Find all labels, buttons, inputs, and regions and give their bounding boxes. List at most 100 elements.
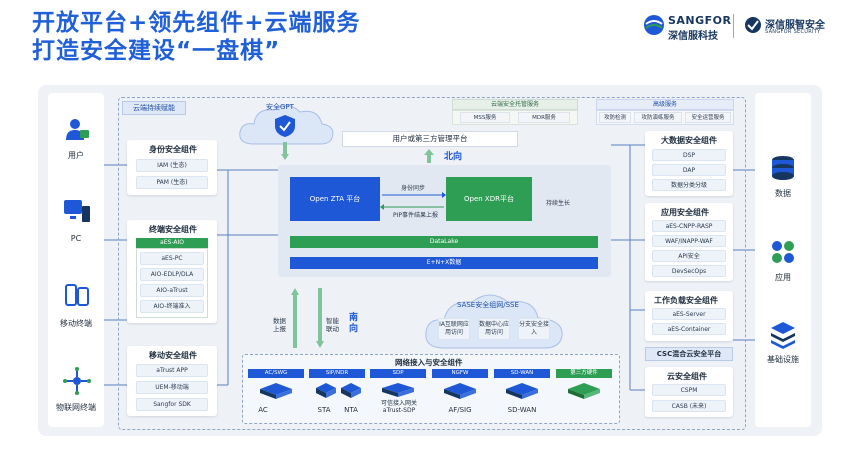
device-sta-icon xyxy=(315,381,337,401)
network-tab-sip: SIP/NDR xyxy=(309,369,365,378)
network-label-af: AF/SIG xyxy=(448,406,472,414)
bigdata-item-dsp: DSP xyxy=(652,149,726,161)
cloud-hosting-title: 云端安全托管服务 xyxy=(452,99,578,110)
cloud-security-item-cspm: CSPM xyxy=(652,384,726,396)
pip-report-label: PIP事件结果上报 xyxy=(393,212,439,219)
network-label-ac: AC xyxy=(258,406,268,414)
cloud-security-title: 云安全组件 xyxy=(667,372,707,381)
workload-item-server: aES-Server xyxy=(652,308,726,320)
premium-item-drill: 攻防演练服务 xyxy=(634,112,682,123)
south-up-arrow-icon xyxy=(291,288,299,348)
premium-service-title: 高级服务 xyxy=(596,99,734,110)
application-item-waf: WAF/INAPP-WAF xyxy=(652,235,726,247)
north-label: 北向 xyxy=(444,152,463,162)
gpt-shield-icon xyxy=(274,114,296,138)
identity-sync-label: 身份同步 xyxy=(401,185,426,192)
right-label-data: 数据 xyxy=(775,189,791,198)
mobile-item-uem: UEM-移动端 xyxy=(136,381,208,394)
network-label-sta: STA xyxy=(317,406,331,414)
premium-item-detection: 攻防检测 xyxy=(599,112,631,123)
brand-divider xyxy=(733,14,734,38)
device-sdwan-icon xyxy=(504,381,540,401)
application-item-rasp: aES-CNPP-RASP xyxy=(652,220,726,232)
app-icon xyxy=(769,238,797,266)
database-icon xyxy=(769,154,797,184)
cloud-hosting-item-mss: MSS服务 xyxy=(460,112,510,123)
pc-icon xyxy=(62,198,92,224)
cloud-security-item-casb: CASB (未来) xyxy=(652,400,726,412)
security-logo-icon xyxy=(744,16,762,34)
security-gpt-label: 安全GPT xyxy=(266,103,294,111)
device-sdp-icon xyxy=(380,381,416,399)
right-label-infrastructure: 基础设施 xyxy=(767,355,799,364)
open-zta-platform: Open ZTA 平台 xyxy=(290,177,380,221)
application-item-api: API安全 xyxy=(652,250,726,262)
management-platform: 用户或第三方管理平台 xyxy=(342,131,518,147)
endpoint-aio-header: aES-AIO xyxy=(136,238,208,248)
workload-title: 工作负载安全组件 xyxy=(654,296,718,305)
application-item-devsecops: DevSecOps xyxy=(652,265,726,277)
mobile-title: 移动安全组件 xyxy=(149,351,197,360)
user-icon xyxy=(64,116,90,142)
gpt-down-arrow-icon xyxy=(281,142,289,160)
endpoint-item-aes-pc: aES-PC xyxy=(140,252,204,265)
left-label-iot: 物联网终端 xyxy=(56,403,96,412)
network-tab-sdp: SDP xyxy=(370,369,426,378)
cloud-enablement-region xyxy=(118,97,746,430)
mobile-item-sdk: Sangfor SDK xyxy=(136,398,208,411)
sase-item-internet: IA互联网应用访问 xyxy=(438,318,470,340)
cloud-enablement-label: 云端持续赋能 xyxy=(122,101,186,115)
iot-icon xyxy=(62,366,92,396)
right-asset-column xyxy=(755,93,811,427)
south-report-label: 数据上报 xyxy=(273,317,286,333)
title-line-1: 开放平台+领先组件+云端服务 xyxy=(32,10,361,36)
datalake-bar: DataLake xyxy=(290,236,598,248)
left-label-mobile: 移动终端 xyxy=(60,319,92,328)
south-linkage-label: 智能联动 xyxy=(326,317,339,333)
network-tab-ngfw: NGFW xyxy=(432,369,488,378)
mobile-icon xyxy=(63,282,91,310)
identity-item-pam: PAM (生态) xyxy=(136,176,208,189)
device-ac-icon xyxy=(258,381,294,401)
south-label: 南向 xyxy=(349,313,359,334)
device-af-icon xyxy=(442,381,478,401)
title-line-2: 打造安全建设“一盘棋” xyxy=(32,38,281,64)
eng-data-bar: E+N+X数据 xyxy=(290,257,598,269)
network-label-sdp: 可信接入网关 aTrust-SDP xyxy=(380,400,417,414)
grow-label: 持续生长 xyxy=(546,200,571,207)
sync-arrows xyxy=(380,192,446,210)
device-third-party-icon xyxy=(566,381,602,401)
network-tab-third-party: 第三方硬件 xyxy=(556,369,612,378)
identity-title: 身份安全组件 xyxy=(149,145,197,154)
network-tab-ac: AC/SWG xyxy=(248,369,304,378)
endpoint-item-edlp: AIO-EDLP/DLA xyxy=(140,268,204,281)
sase-title: SASE安全组网/SSE xyxy=(457,301,519,309)
csc-hybrid-cloud: CSC混合云安全平台 xyxy=(645,347,733,361)
left-label-user: 用户 xyxy=(68,151,84,160)
bigdata-item-classification: 数据分类分级 xyxy=(652,179,726,191)
network-region xyxy=(242,354,620,424)
bigdata-item-dap: DAP xyxy=(652,164,726,176)
sase-item-datacenter: 数据中心应用访问 xyxy=(478,318,510,340)
network-label-sdwan: SD-WAN xyxy=(507,406,537,414)
infrastructure-icon xyxy=(768,320,798,350)
endpoint-item-access: AIO-终端准入 xyxy=(140,300,204,313)
network-tab-sdwan: SD-WAN xyxy=(494,369,550,378)
bigdata-title: 大数据安全组件 xyxy=(661,136,717,145)
identity-item-iam: IAM (生态) xyxy=(136,159,208,172)
brand-security-en: SANGFOR SECURITY xyxy=(765,29,821,35)
mobile-item-atrust-app: aTrust APP xyxy=(136,364,208,377)
sangfor-logo-icon xyxy=(643,14,665,36)
device-nta-icon xyxy=(340,381,362,401)
workload-item-container: aES-Container xyxy=(652,323,726,335)
right-label-app: 应用 xyxy=(775,273,791,282)
south-down-arrow-icon xyxy=(316,288,324,348)
cloud-hosting-item-mdr: MDR服务 xyxy=(518,112,570,123)
endpoint-aio-box xyxy=(136,248,208,318)
application-title: 应用安全组件 xyxy=(661,208,709,217)
premium-item-operations: 安全运营服务 xyxy=(685,112,731,123)
brand-security-cn: 深信服智安全 xyxy=(765,20,825,31)
brand-sangfor-cn: 深信服科技 xyxy=(668,31,718,42)
brand-sangfor-en: SANGFOR xyxy=(668,14,732,27)
